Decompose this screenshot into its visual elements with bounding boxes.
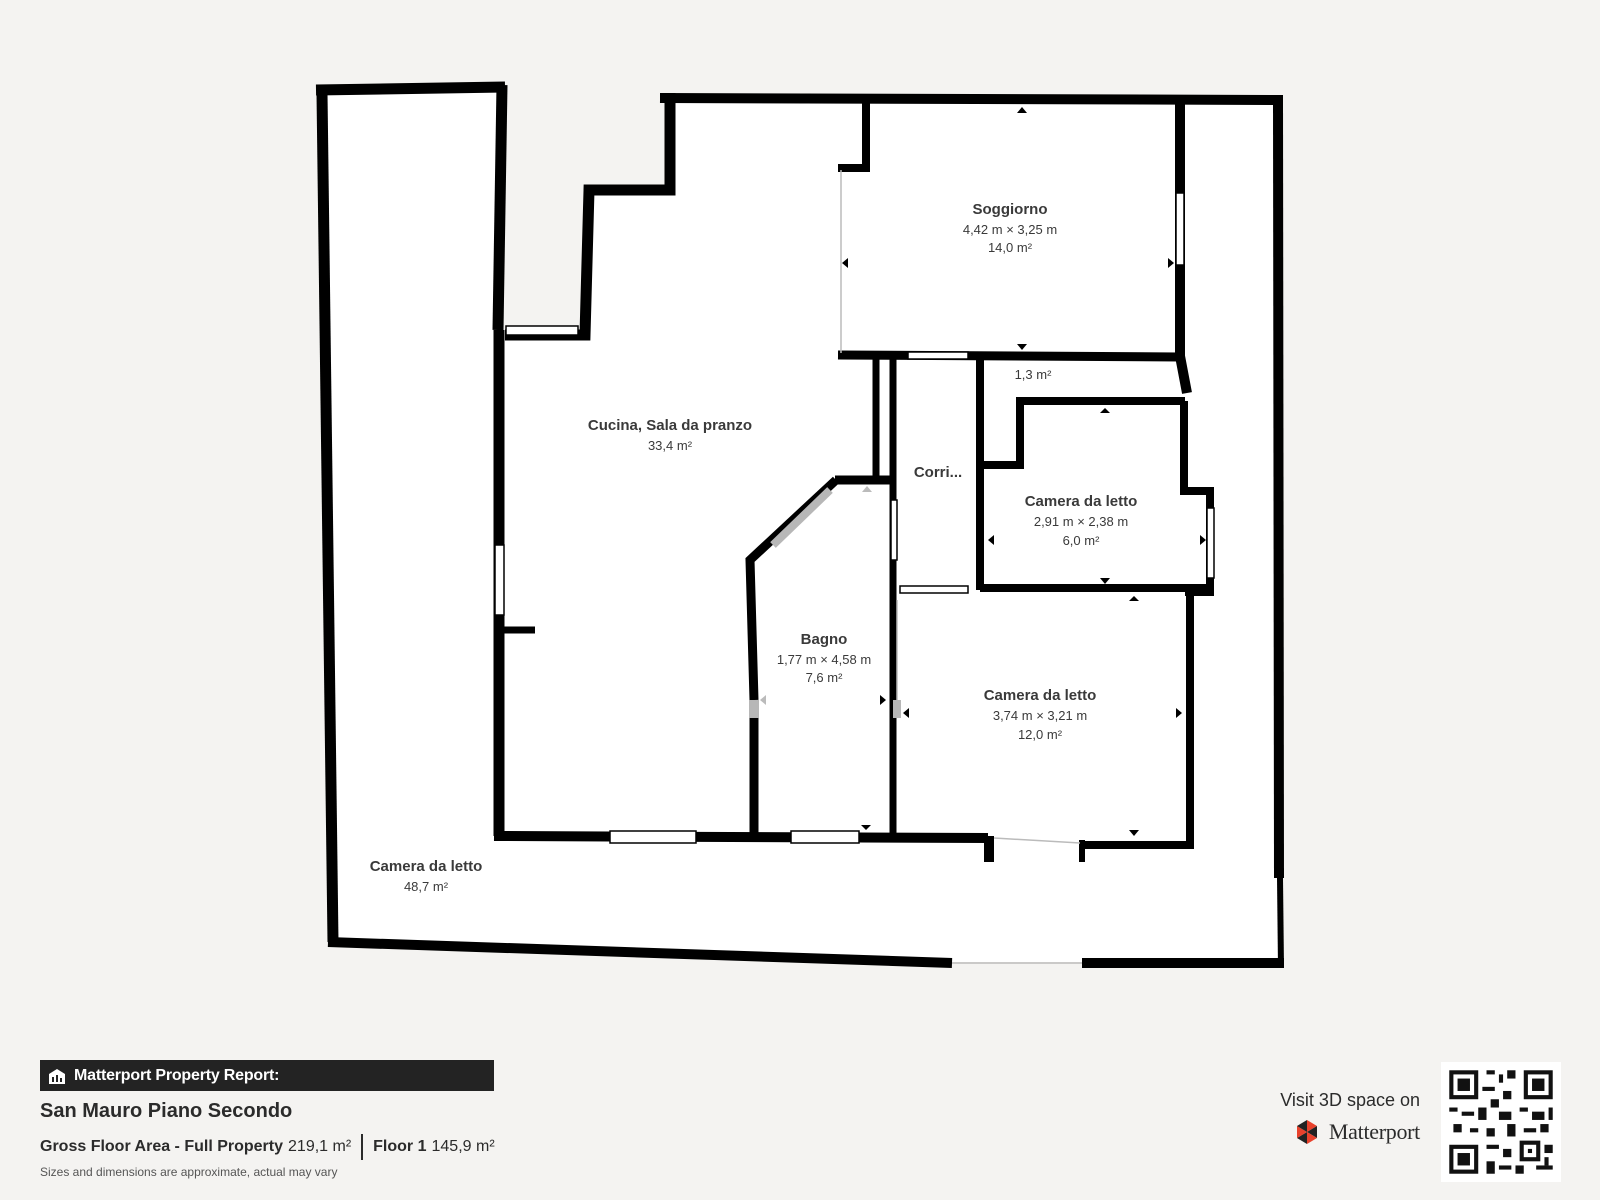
gross-area-value: 219,1 m² <box>288 1138 352 1155</box>
building-chart-icon <box>49 1068 65 1084</box>
room-area: 14,0 m² <box>988 240 1033 255</box>
room-label-big-bedroom: Camera da letto 48,7 m² <box>370 858 483 894</box>
room-name: Cucina, Sala da pranzo <box>588 417 752 434</box>
gray-walls <box>749 487 901 718</box>
room-area: 12,0 m² <box>1018 727 1063 742</box>
room-label-closet: 1,3 m² <box>1015 367 1053 382</box>
floor-fill <box>322 90 1278 967</box>
room-name: Camera da letto <box>1025 493 1138 510</box>
visit-text: Visit 3D space on <box>1280 1090 1420 1110</box>
disclaimer: Sizes and dimensions are approximate, ac… <box>40 1165 338 1179</box>
windows <box>494 192 1215 844</box>
dimension-arrows <box>842 107 1206 836</box>
room-dims: 4,42 m × 3,25 m <box>963 222 1057 237</box>
room-label-corridor: Corri... <box>914 464 962 481</box>
brand-name: Matterport <box>1328 1119 1420 1144</box>
door-lines <box>840 170 1082 964</box>
area-summary: Gross Floor Area - Full Property 219,1 m… <box>40 1134 495 1160</box>
qr-code[interactable] <box>1441 1062 1561 1182</box>
room-label-bathroom: Bagno 1,77 m × 4,58 m 7,6 m² <box>777 631 871 685</box>
gross-area-label: Gross Floor Area - Full Property <box>40 1138 284 1155</box>
room-area: 7,6 m² <box>806 670 844 685</box>
walls <box>315 81 1284 969</box>
room-name: Soggiorno <box>973 201 1048 218</box>
room-dims: 3,74 m × 3,21 m <box>993 708 1087 723</box>
floor-plan: Camera da letto 48,7 m² Cucina, Sala da … <box>315 81 1284 969</box>
floor-area-value: 145,9 m² <box>431 1138 495 1155</box>
room-dims: 1,77 m × 4,58 m <box>777 652 871 667</box>
room-name: Camera da letto <box>984 687 1097 704</box>
property-title: San Mauro Piano Secondo <box>40 1100 293 1122</box>
room-name: Camera da letto <box>370 858 483 875</box>
matterport-logo-icon <box>1296 1120 1317 1144</box>
room-label-bedroom-mid: Camera da letto 3,74 m × 3,21 m 12,0 m² <box>984 687 1097 742</box>
room-area: 1,3 m² <box>1015 367 1053 382</box>
separator <box>361 1134 364 1160</box>
room-label-kitchen: Cucina, Sala da pranzo 33,4 m² <box>588 417 752 453</box>
room-label-bedroom-small: Camera da letto 2,91 m × 2,38 m 6,0 m² <box>1025 493 1138 548</box>
room-dims: 2,91 m × 2,38 m <box>1034 514 1128 529</box>
dimension-arrows-gray <box>760 486 872 705</box>
room-label-living: Soggiorno 4,42 m × 3,25 m 14,0 m² <box>963 201 1057 255</box>
room-name: Bagno <box>801 631 848 648</box>
report-label: Matterport Property Report: <box>74 1066 280 1084</box>
room-area: 6,0 m² <box>1063 533 1101 548</box>
room-name: Corri... <box>914 464 962 481</box>
property-report-bar: Matterport Property Report: <box>40 1060 494 1091</box>
room-area: 48,7 m² <box>404 879 449 894</box>
floor-label: Floor 1 <box>373 1138 427 1155</box>
matterport-brand[interactable]: Matterport <box>1293 1118 1420 1146</box>
room-area: 33,4 m² <box>648 438 693 453</box>
